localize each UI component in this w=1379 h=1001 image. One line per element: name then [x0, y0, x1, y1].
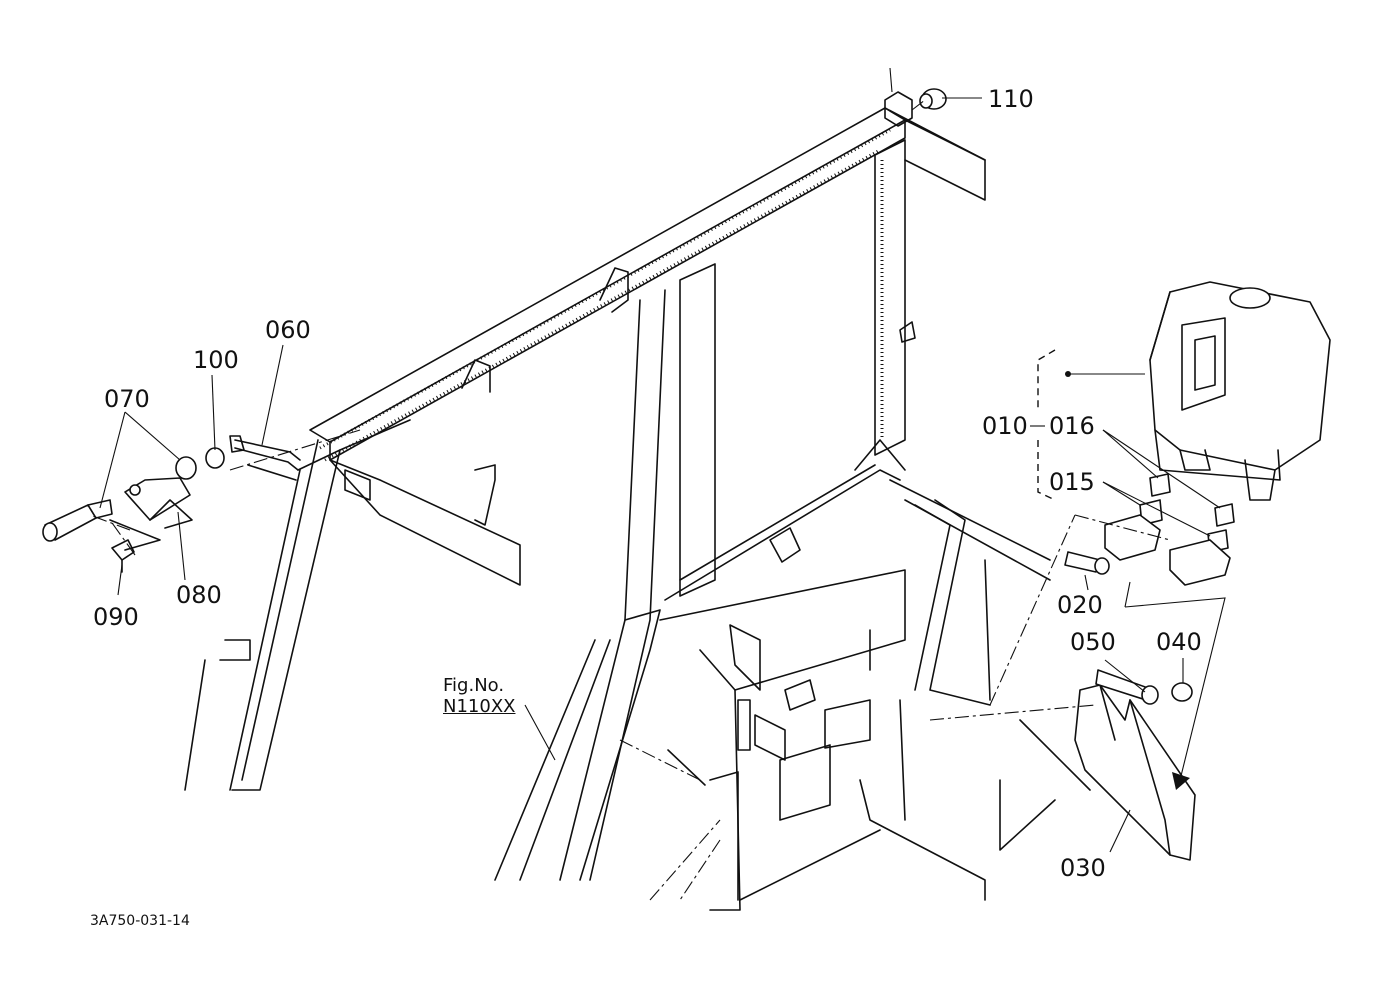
nozzle-assembly: [42, 447, 225, 573]
figure-reference-code: N110XX: [443, 695, 516, 717]
cab-roof-rail: [309, 67, 986, 462]
part-label-090: 090: [93, 603, 139, 631]
cab-window-frame: [664, 139, 916, 601]
grommet-110: [919, 88, 947, 110]
assembly-lines: [89, 99, 1171, 901]
part-label-050: 050: [1070, 628, 1116, 656]
tank-bracket-030: [1074, 669, 1196, 861]
part-label-010: 010: [982, 412, 1028, 440]
part-label-020: 020: [1057, 591, 1103, 619]
part-label-110: 110: [988, 85, 1034, 113]
washer-tank-010: [1149, 281, 1331, 501]
document-id: 3A750-031-14: [90, 913, 190, 929]
washer-hose-060: [229, 419, 411, 481]
part-label-080: 080: [176, 581, 222, 609]
part-label-040: 040: [1156, 628, 1202, 656]
part-label-016: 016: [1049, 412, 1095, 440]
part-label-060: 060: [265, 316, 311, 344]
part-label-015: 015: [1049, 468, 1095, 496]
part-label-030: 030: [1060, 854, 1106, 882]
figure-reference: Fig.No. N110XX: [443, 675, 516, 717]
cab-front-pillars: [184, 289, 666, 881]
part-label-070: 070: [104, 385, 150, 413]
cab-lower-panel: [659, 479, 1091, 911]
part-label-100: 100: [193, 346, 239, 374]
washer-pumps: [1064, 473, 1235, 586]
leader-lines: [99, 97, 1226, 853]
figure-reference-prefix: Fig.No.: [443, 675, 505, 696]
